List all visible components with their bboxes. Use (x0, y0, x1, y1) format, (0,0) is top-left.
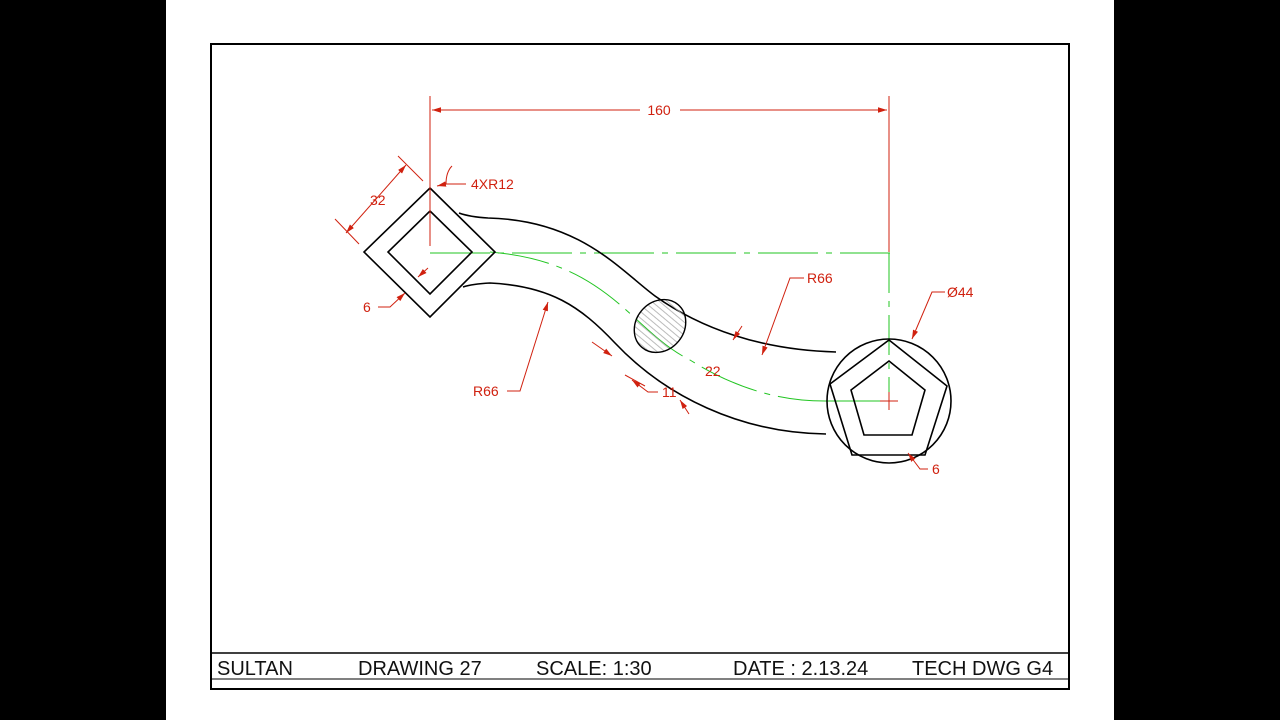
title-drawing-number: DRAWING 27 (358, 658, 482, 680)
dim-arc-radius-lower: R66 (473, 383, 499, 399)
wrench-handle (458, 212, 837, 435)
title-author: SULTAN (217, 658, 293, 680)
dim-circle-diameter: Ø44 (947, 284, 974, 300)
drawing-border (210, 43, 1070, 690)
handle-section (633, 298, 687, 354)
dim-overall-length: 160 (647, 102, 671, 118)
dim-pentagon-wall: 6 (932, 461, 940, 477)
title-class: TECH DWG G4 (912, 658, 1054, 680)
dimension-lines (334, 96, 945, 470)
dim-square-wall: 6 (363, 299, 371, 315)
round-head (826, 338, 952, 464)
title-block: SULTAN DRAWING 27 SCALE: 1:30 DATE : 2.1… (211, 653, 1069, 688)
dim-section-width: 11 (662, 384, 677, 400)
title-scale: SCALE: 1:30 (536, 658, 652, 680)
dim-handle-width: 22 (705, 363, 721, 379)
drawing-sheet (166, 0, 1114, 720)
dim-corner-radius: 4XR12 (471, 176, 514, 192)
center-mark (880, 392, 898, 410)
dim-arc-radius-upper: R66 (807, 270, 833, 286)
dim-square-size: 32 (370, 192, 386, 208)
title-date: DATE : 2.13.24 (733, 658, 869, 680)
